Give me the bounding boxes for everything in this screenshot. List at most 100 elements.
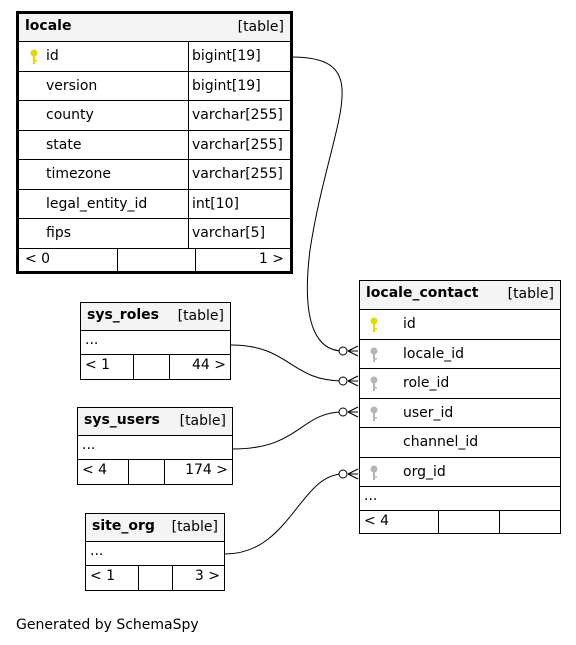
table-name: locale <box>25 18 72 34</box>
crowfoot-org-id <box>347 468 359 480</box>
column-row-id[interactable]: id bigint[19] <box>19 42 290 72</box>
edge-locale-to-locale-contact <box>290 56 344 352</box>
column-name: id <box>403 316 416 332</box>
foreign-key-icon <box>370 376 378 391</box>
column-divider <box>188 72 189 100</box>
column-row-channel-id[interactable]: channel_id <box>360 428 560 458</box>
column-name: channel_id <box>403 434 479 450</box>
table-sys-roles[interactable]: sys_roles [table] ... < 1 44 > <box>80 302 231 380</box>
column-row-fips[interactable]: fips varchar[5] <box>19 219 290 249</box>
column-type: varchar[255] <box>192 107 283 123</box>
child-count: 3 > <box>194 568 220 584</box>
footer-divider <box>128 460 129 484</box>
table-name: locale_contact <box>366 285 479 301</box>
table-footer: < 1 44 > <box>81 355 230 379</box>
more-columns: ... <box>81 331 230 355</box>
column-divider <box>188 160 189 189</box>
column-type: bigint[19] <box>192 78 261 94</box>
column-row-role-id[interactable]: role_id <box>360 369 560 399</box>
table-kind: [table] <box>237 19 284 35</box>
table-kind: [table] <box>507 286 554 302</box>
optional-marker-role-id <box>338 376 348 386</box>
table-header: site_org [table] <box>86 514 224 542</box>
column-name: user_id <box>403 405 454 421</box>
column-name: fips <box>46 225 71 241</box>
table-name: site_org <box>92 518 155 534</box>
column-divider <box>188 190 189 218</box>
table-footer: < 4 174 > <box>78 460 232 484</box>
primary-key-icon <box>30 49 38 64</box>
child-count: 1 > <box>258 251 284 267</box>
table-kind: [table] <box>177 308 224 324</box>
foreign-key-icon <box>370 347 378 362</box>
table-footer: < 4 <box>360 511 560 533</box>
edge-sys-users-to-locale-contact <box>232 411 344 450</box>
column-row-org-id[interactable]: org_id <box>360 458 560 487</box>
parent-count: < 1 <box>85 357 111 373</box>
column-name: org_id <box>403 464 446 480</box>
footer-divider <box>133 355 134 379</box>
optional-marker-locale-id <box>338 346 348 356</box>
table-name: sys_users <box>84 412 160 428</box>
column-row-locale-id[interactable]: locale_id <box>360 340 560 369</box>
child-count: 174 > <box>185 462 228 478</box>
column-divider <box>188 42 189 71</box>
column-name: county <box>46 107 94 123</box>
crowfoot-role-id <box>347 375 359 387</box>
more-columns: ... <box>360 487 560 511</box>
column-type: varchar[255] <box>192 137 283 153</box>
footer-divider <box>169 355 170 379</box>
foreign-key-icon <box>370 465 378 480</box>
ellipsis: ... <box>90 543 104 559</box>
footer-divider <box>195 249 196 271</box>
parent-count: < 1 <box>90 568 116 584</box>
footer-divider <box>499 511 500 533</box>
column-type: int[10] <box>192 196 239 212</box>
edge-site-org-to-locale-contact <box>224 473 344 555</box>
table-site-org[interactable]: site_org [table] ... < 1 3 > <box>85 513 225 591</box>
column-type: varchar[255] <box>192 166 283 182</box>
column-row-id[interactable]: id <box>360 310 560 340</box>
ellipsis: ... <box>82 437 96 453</box>
parent-count: < 4 <box>82 462 108 478</box>
table-locale-contact[interactable]: locale_contact [table] id locale_id role… <box>359 280 561 534</box>
column-name: legal_entity_id <box>46 196 148 212</box>
footer-divider <box>438 511 439 533</box>
footer-divider <box>172 566 173 590</box>
child-count: 44 > <box>192 357 226 373</box>
column-divider <box>188 131 189 159</box>
column-row-timezone[interactable]: timezone varchar[255] <box>19 160 290 190</box>
column-type: varchar[5] <box>192 225 266 241</box>
table-header: sys_roles [table] <box>81 303 230 331</box>
table-kind: [table] <box>179 413 226 429</box>
parent-count: < 4 <box>364 513 390 529</box>
column-row-county[interactable]: county varchar[255] <box>19 101 290 131</box>
table-footer: < 1 3 > <box>86 566 224 590</box>
table-header: locale_contact [table] <box>360 281 560 310</box>
column-name: version <box>46 78 98 94</box>
table-name: sys_roles <box>87 307 159 323</box>
column-row-user-id[interactable]: user_id <box>360 399 560 428</box>
footer-divider <box>138 566 139 590</box>
optional-marker-user-id <box>338 407 348 417</box>
footer-divider <box>164 460 165 484</box>
table-kind: [table] <box>171 519 218 535</box>
column-divider <box>188 219 189 248</box>
column-row-version[interactable]: version bigint[19] <box>19 72 290 101</box>
ellipsis: ... <box>364 488 378 504</box>
column-row-legal-entity-id[interactable]: legal_entity_id int[10] <box>19 190 290 219</box>
more-columns: ... <box>78 436 232 460</box>
table-header: sys_users [table] <box>78 408 232 436</box>
table-footer: < 0 1 > <box>19 249 290 271</box>
optional-marker-org-id <box>338 469 348 479</box>
column-row-state[interactable]: state varchar[255] <box>19 131 290 160</box>
foreign-key-icon <box>370 406 378 421</box>
table-locale[interactable]: locale [table] id bigint[19] version big… <box>16 11 293 274</box>
table-header: locale [table] <box>19 14 290 42</box>
crowfoot-user-id <box>347 406 359 418</box>
table-sys-users[interactable]: sys_users [table] ... < 4 174 > <box>77 407 233 485</box>
generator-credit: Generated by SchemaSpy <box>16 617 199 633</box>
column-divider <box>188 101 189 130</box>
edge-sys-roles-to-locale-contact <box>230 344 344 382</box>
column-name: locale_id <box>403 346 465 362</box>
